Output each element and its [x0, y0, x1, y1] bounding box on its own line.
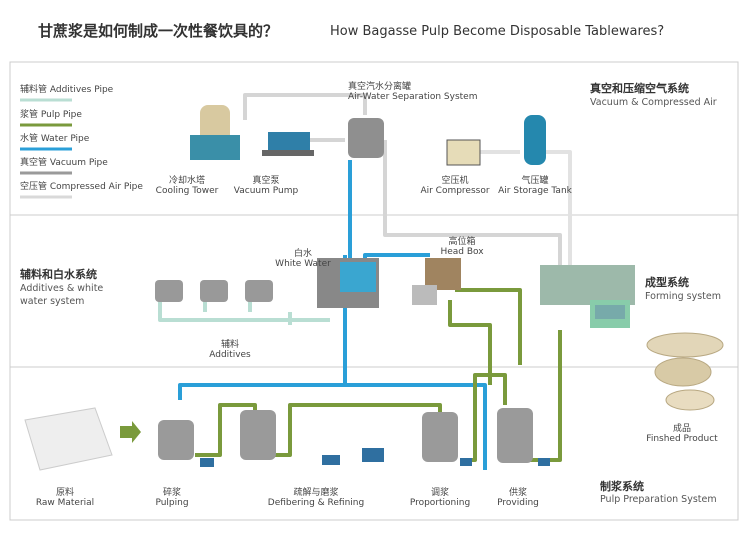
- pulp-pipe: [195, 288, 562, 462]
- head-box-icon: [412, 258, 461, 305]
- air-pipe: [480, 150, 572, 265]
- providing-label-zh: 供浆: [508, 488, 528, 498]
- water-pipe-2: [178, 253, 430, 400]
- head-box-label-zh: 高位箱: [448, 237, 476, 247]
- pulping-label-en: Pulping: [155, 498, 189, 508]
- legend-item: 辅料管 Additives Pipe: [20, 85, 114, 95]
- legend-item: 空压管 Compressed Air Pipe: [20, 182, 143, 192]
- pulping-label-zh: 碎浆: [162, 488, 182, 498]
- additive-tanks-icon: [155, 280, 273, 302]
- vacuum-pump-icon: [262, 132, 314, 156]
- section-title-pulp: 制浆系统: [600, 480, 644, 493]
- cooling-tower-label-zh: 冷却水塔: [168, 176, 206, 186]
- section-title-forming: 成型系统: [645, 276, 689, 289]
- air-storage-tank-icon: [524, 115, 546, 165]
- finished-product-icon: [646, 332, 724, 411]
- legend-item: 水管 Water Pipe: [20, 134, 90, 144]
- title-en: How Bagasse Pulp Become Disposable Table…: [330, 24, 665, 39]
- legend-item: 真空管 Vacuum Pipe: [20, 158, 108, 168]
- title-zh: 甘蔗浆是如何制成一次性餐饮具的？: [38, 22, 279, 40]
- vacuum-pump-label-zh: 真空泵: [252, 176, 280, 186]
- arrow-icon: [120, 421, 141, 443]
- raw-label-zh: 原料: [55, 488, 75, 498]
- section-title-additives: 辅料和白水系统: [20, 268, 97, 281]
- water-pipe: [343, 160, 487, 470]
- additives-label-en: Additives: [209, 350, 251, 360]
- proportioning-label-zh: 调浆: [430, 488, 450, 498]
- refining-label-en: Defibering & Refining: [267, 498, 365, 508]
- proportioning-label-en: Proportioning: [409, 498, 471, 508]
- vacuum-pipe-top: [243, 93, 367, 120]
- pulp-tanks-icon: [158, 408, 533, 463]
- white-water-label-zh: 白水: [293, 249, 313, 259]
- product-label-en: Finshed Product: [646, 434, 718, 444]
- providing-label-en: Providing: [497, 498, 539, 508]
- section-subtitle-pulp: Pulp Preparation System: [600, 494, 717, 505]
- additives-label-zh: 辅料: [220, 340, 240, 350]
- forming-machine-icon: [540, 265, 635, 328]
- vacuum-pump-label-en: Vacuum Pump: [233, 186, 299, 196]
- frame: [9, 61, 739, 521]
- section-subtitle-additives-2: water system: [20, 296, 85, 307]
- separator-label-en: Air-Water Separation System: [348, 92, 478, 102]
- section-subtitle-forming: Forming system: [645, 291, 721, 302]
- white-water-tank-icon: [317, 258, 379, 308]
- air-compressor-icon: [446, 139, 481, 166]
- raw-label-en: Raw Material: [35, 498, 95, 508]
- legend-item: 浆管 Pulp Pipe: [20, 110, 82, 120]
- cooling-tower-label-en: Cooling Tower: [155, 186, 219, 196]
- head-box-label-en: Head Box: [440, 247, 484, 257]
- storage-tank-label-en: Air Storage Tank: [498, 186, 572, 196]
- refining-label-zh: 疏解与磨浆: [293, 488, 339, 498]
- cooling-tower-icon: [190, 105, 240, 160]
- pumps-icon: [200, 448, 550, 467]
- section-title-vacuum: 真空和压缩空气系统: [590, 82, 689, 95]
- compressor-label-en: Air Compressor: [420, 186, 490, 196]
- section-subtitle-additives: Additives & white: [20, 283, 104, 294]
- compressor-label-zh: 空压机: [441, 176, 469, 186]
- vacuum-pipe-forming: [383, 140, 562, 265]
- section-subtitle-vacuum: Vacuum & Compressed Air: [590, 97, 717, 108]
- raw-material-icon: [24, 407, 113, 471]
- white-water-label-en: White Water: [275, 259, 331, 269]
- product-label-zh: 成品: [672, 424, 692, 434]
- additives-pipe: [158, 300, 330, 325]
- separator-tank-icon: [348, 118, 384, 158]
- storage-tank-label-zh: 气压罐: [521, 176, 549, 186]
- separator-label-zh: 真空汽水分离罐: [348, 82, 412, 92]
